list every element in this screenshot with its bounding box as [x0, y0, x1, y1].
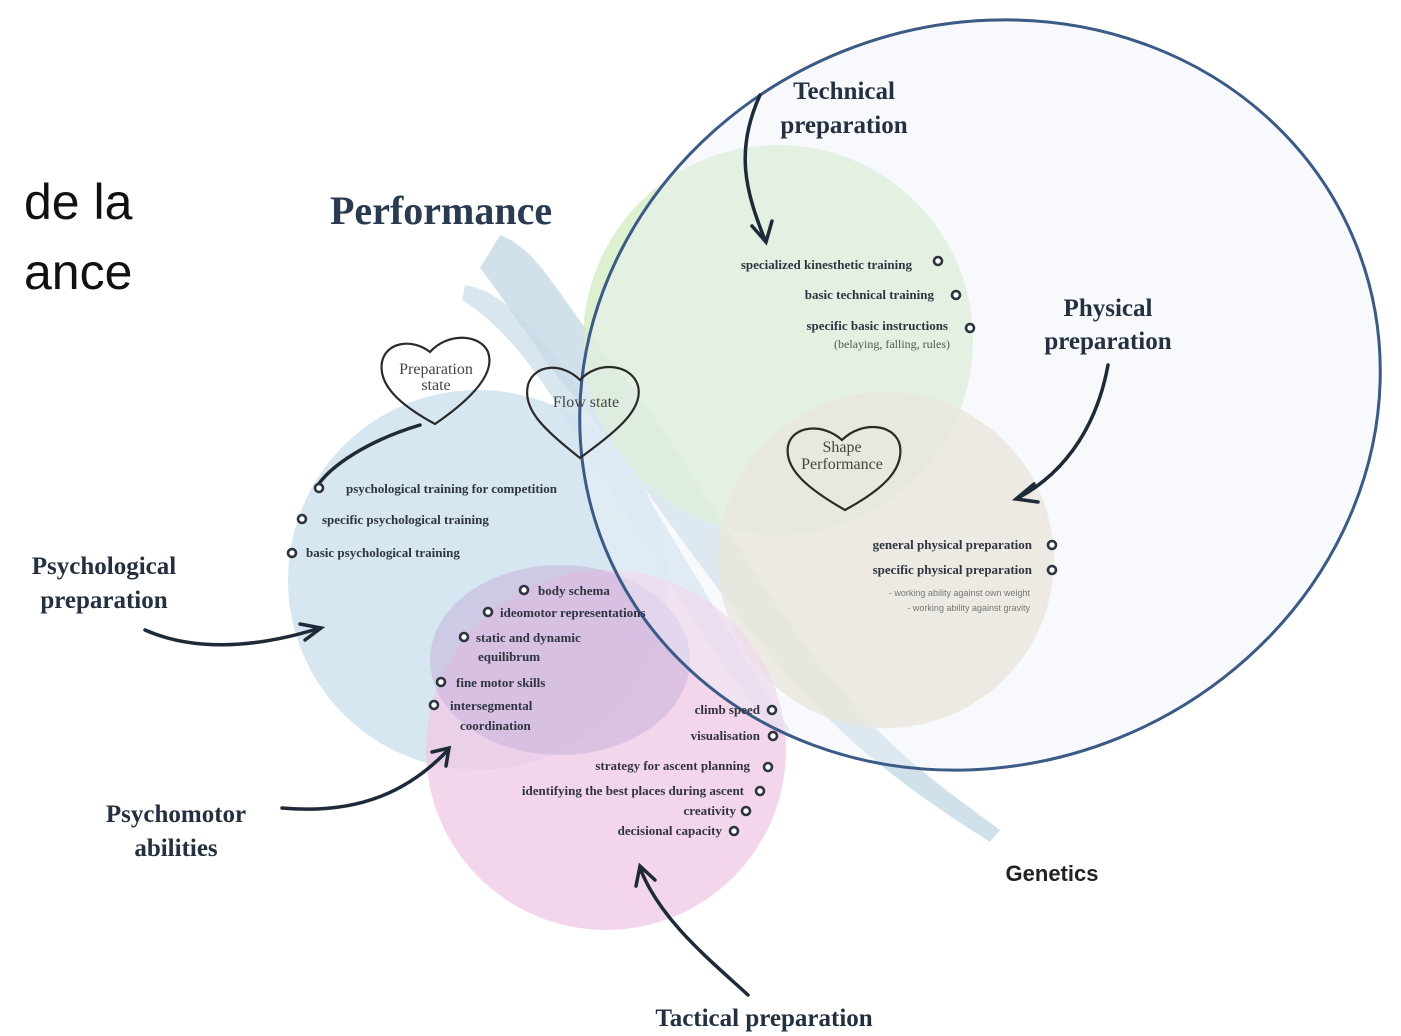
tactical-arrow-head	[634, 862, 657, 888]
tactical-arrow	[638, 866, 750, 997]
shape-performance-label-1: Shape	[822, 439, 861, 456]
bullet-icon	[762, 761, 774, 773]
physical-label-2: preparation	[1044, 328, 1171, 355]
physical-label-1: Physical	[1064, 295, 1153, 322]
preparation-state-label-2: state	[421, 377, 450, 394]
psychomotor-label-1: Psychomotor	[106, 801, 246, 828]
tactical-item: identifying the best places during ascen…	[522, 783, 745, 798]
preparation-state-label-1: Preparation	[399, 361, 473, 378]
psychomotor-arrow-head	[430, 745, 452, 768]
technical-item: specific basic instructions	[806, 318, 948, 333]
bullet-icon	[482, 606, 494, 618]
psychomotor-arrow	[280, 748, 450, 811]
bullet-icon	[313, 482, 325, 494]
technical-item: basic technical training	[805, 287, 935, 302]
bullet-icon	[964, 322, 976, 334]
psychological-item: psychological training for competition	[346, 481, 558, 496]
slide-title-line-2: ance	[24, 244, 133, 300]
psychomotor-overlap	[430, 565, 690, 755]
psychomotor-label-2: abilities	[134, 835, 218, 862]
bullet-icon	[428, 699, 440, 711]
physical-item: specific physical preparation	[873, 562, 1033, 577]
technical-label-1: Technical	[793, 78, 895, 105]
technical-item: specialized kinesthetic training	[741, 257, 913, 272]
slide-title-line-1: de la	[24, 174, 133, 230]
bullet-icon	[286, 547, 298, 559]
preparation-state-arrow	[314, 423, 422, 490]
bullet-icon	[766, 704, 778, 716]
bullet-icon	[740, 805, 752, 817]
bullet-icon	[1046, 564, 1058, 576]
bullet-icon	[296, 513, 308, 525]
physical-arrow	[1016, 363, 1110, 500]
shape-performance-label-2: Performance	[801, 456, 883, 473]
tactical-item: strategy for ascent planning	[595, 758, 750, 773]
physical-note: - working ability against gravity	[907, 603, 1030, 613]
shape-performance-heart	[786, 426, 902, 512]
tactical-item: climb speed	[695, 702, 761, 717]
bullet-icon	[767, 730, 779, 742]
physical-item: general physical preparation	[873, 537, 1033, 552]
technical-arrow	[743, 93, 767, 242]
psychological-label-2: preparation	[40, 587, 167, 614]
psychomotor-item-cont: coordination	[460, 718, 532, 733]
physical-circle	[718, 392, 1054, 728]
psychomotor-item: body schema	[538, 583, 610, 598]
genetics-label: Genetics	[1006, 861, 1099, 886]
technical-arrow-head	[750, 219, 774, 246]
technical-label-2: preparation	[780, 112, 907, 139]
psychological-arrow-head	[298, 622, 326, 642]
bullet-icon	[728, 825, 740, 837]
bullet-icon	[1046, 539, 1058, 551]
flow-state-heart	[525, 366, 640, 460]
diagram-title: Performance	[330, 188, 552, 233]
highlight-ellipse	[578, 18, 1382, 772]
tactical-label: Tactical preparation	[655, 1005, 872, 1032]
psychomotor-item: intersegmental	[450, 698, 533, 713]
psychological-item: specific psychological training	[322, 512, 489, 527]
tactical-item: visualisation	[691, 728, 761, 743]
preparation-state-heart	[380, 336, 491, 426]
psychomotor-item-cont: equilibrum	[478, 649, 540, 664]
psychological-item: basic psychological training	[306, 545, 460, 560]
bullet-icon	[518, 584, 530, 596]
psychomotor-item: static and dynamic	[476, 630, 581, 645]
tactical-item: creativity	[684, 803, 737, 818]
bullet-icon	[754, 785, 766, 797]
bullet-icon	[435, 676, 447, 688]
physical-note: - working ability against own weight	[889, 588, 1031, 598]
bullet-icon	[950, 289, 962, 301]
psychological-label-1: Psychological	[32, 553, 176, 580]
bullet-icon	[932, 255, 944, 267]
technical-note: (belaying, falling, rules)	[834, 337, 950, 351]
tactical-item: decisional capacity	[618, 823, 723, 838]
bullet-icon	[458, 631, 470, 643]
flow-state-label: Flow state	[553, 394, 619, 411]
psychomotor-item: fine motor skills	[456, 675, 545, 690]
physical-arrow-head	[1011, 482, 1040, 504]
psychological-arrow	[143, 626, 322, 647]
psychomotor-item: ideomotor representations	[500, 605, 646, 620]
